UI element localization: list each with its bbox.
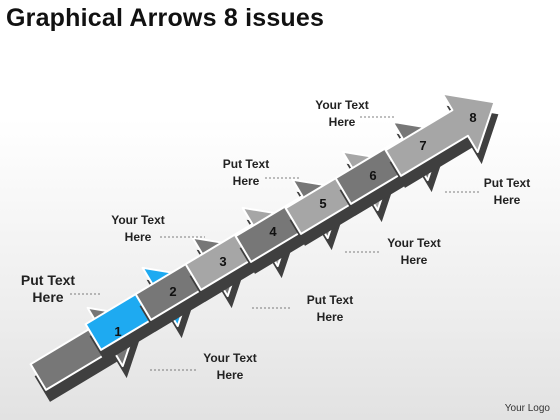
step-3-label-line: Here	[317, 310, 344, 324]
step-2-label-line: Here	[32, 289, 63, 305]
step-1-label-line: Here	[217, 368, 244, 382]
step-6-label-line: Here	[233, 174, 260, 188]
arrow-5-number: 5	[319, 196, 326, 211]
arrow-7-number: 7	[419, 138, 426, 153]
step-5-label-line: Here	[401, 253, 428, 267]
step-6-label-line: Put Text	[223, 157, 269, 171]
arrow-8-number: 8	[469, 110, 476, 125]
arrow-1-number: 1	[114, 324, 121, 339]
step-5-label-line: Your Text	[387, 236, 441, 250]
step-4-label-line: Here	[125, 230, 152, 244]
logo-placeholder: Your Logo	[504, 403, 550, 414]
step-8-label-line: Your Text	[315, 98, 369, 112]
arrow-4-number: 4	[269, 224, 277, 239]
arrow-3-number: 3	[219, 254, 226, 269]
arrow-6-number: 6	[369, 168, 376, 183]
step-7-label-line: Put Text	[484, 176, 530, 190]
step-3-label-line: Put Text	[307, 293, 353, 307]
step-1-label-line: Your Text	[203, 351, 257, 365]
page-title: Graphical Arrows 8 issues	[6, 4, 325, 32]
arrow-2-number: 2	[169, 284, 176, 299]
step-4-label-line: Your Text	[111, 213, 165, 227]
step-2-label-line: Put Text	[21, 272, 76, 288]
step-7-label-line: Here	[494, 193, 521, 207]
arrow-8	[384, 92, 496, 177]
step-8-label-line: Here	[329, 115, 356, 129]
